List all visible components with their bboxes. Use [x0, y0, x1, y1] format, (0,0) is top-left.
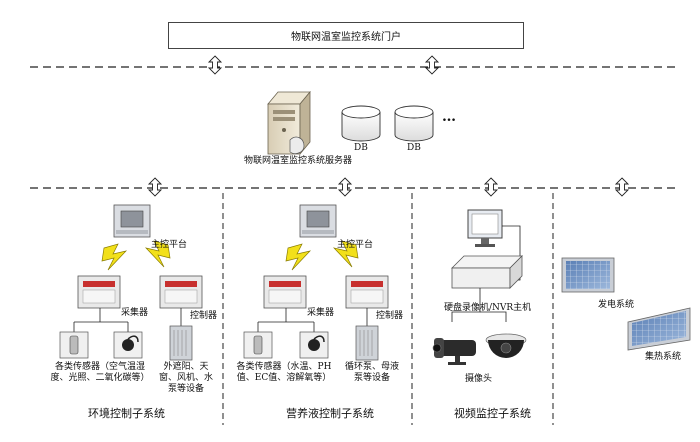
main-platform-label: 主控平台: [151, 240, 188, 250]
sensor-icon: [299, 331, 329, 359]
subsystem-title: 环境控制子系统: [88, 407, 165, 420]
db-label: DB: [407, 143, 421, 153]
double-arrow-icon: [338, 177, 352, 197]
more-databases-ellipsis: …: [442, 109, 456, 125]
server-label: 物联网温室监控系统服务器: [244, 156, 353, 166]
collector-label: 采集器: [307, 308, 335, 318]
main-platform-icon: [113, 204, 151, 238]
controller-icon: [159, 275, 203, 309]
sensor-icon: [243, 331, 273, 359]
collector-icon: [77, 275, 121, 309]
portal-box: 物联网温室监控系统门户: [168, 22, 524, 49]
sensors-label: 各类传感器（水温、PH值、EC值、溶解氧等）: [236, 362, 332, 383]
bullet-camera-icon: [432, 338, 476, 365]
monitor-icon: [467, 209, 503, 247]
camera-label: 摄像头: [465, 374, 493, 384]
equipment-cabinet-icon: [169, 325, 193, 361]
devices-label: 循环泵、母液泵等设备: [344, 362, 399, 383]
double-arrow-icon: [148, 177, 162, 197]
wireless-signal-icon: [101, 243, 127, 271]
database-icon: [394, 105, 434, 142]
sensor-icon: [113, 331, 143, 359]
nvr-icon: [451, 255, 523, 289]
portal-title: 物联网温室监控系统门户: [291, 32, 401, 43]
wireless-signal-icon: [285, 243, 311, 271]
controller-label: 控制器: [190, 311, 218, 321]
main-platform-label: 主控平台: [337, 240, 374, 250]
double-arrow-icon: [208, 55, 222, 75]
sensor-icon: [59, 331, 89, 359]
double-arrow-icon: [615, 177, 629, 197]
equipment-cabinet-icon: [355, 325, 379, 361]
database-icon: [341, 105, 381, 142]
subsystem-title: 视频监控子系统: [454, 407, 531, 420]
double-arrow-icon: [425, 55, 439, 75]
nvr-label: 硬盘录像机/NVR主机: [444, 303, 532, 313]
solar-collector-icon: [627, 307, 691, 351]
devices-label: 外遮阳、天窗、风机、水泵等设备: [158, 362, 213, 394]
controller-label: 控制器: [376, 311, 404, 321]
double-arrow-icon: [484, 177, 498, 197]
collector-label: 采集器: [121, 308, 149, 318]
solar-panel-icon: [561, 257, 615, 293]
sensors-label: 各类传感器（空气温湿度、光照、二氧化碳等）: [50, 362, 150, 383]
db-label: DB: [354, 143, 368, 153]
power-system-label: 发电系统: [598, 300, 635, 310]
main-platform-icon: [299, 204, 337, 238]
server-icon: [267, 90, 311, 156]
collector-icon: [263, 275, 307, 309]
dome-camera-icon: [485, 333, 527, 358]
controller-icon: [345, 275, 389, 309]
heat-system-label: 集热系统: [645, 352, 682, 362]
subsystem-title: 营养液控制子系统: [286, 407, 374, 420]
